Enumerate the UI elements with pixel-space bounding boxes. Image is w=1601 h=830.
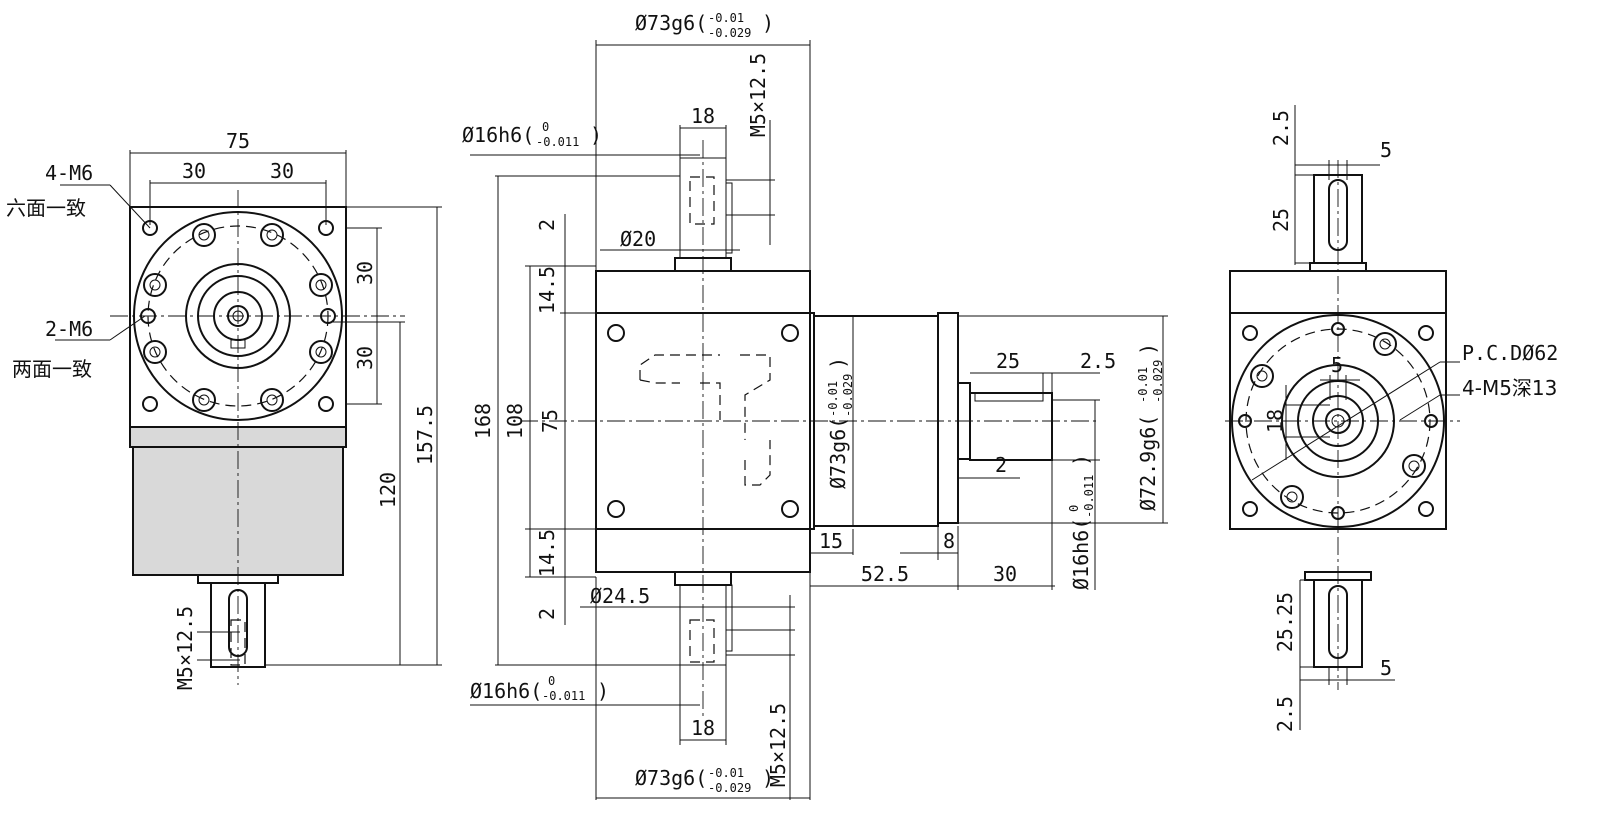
dim-18-top: 18 (691, 104, 715, 128)
mid-side-shaft (969, 392, 1053, 461)
dim-108: 108 (503, 403, 527, 439)
dim-30-right: 30 (270, 159, 294, 183)
dim-168: 168 (471, 403, 495, 439)
dim-m5-top: M5×12.5 (746, 53, 770, 137)
dim-2-bot: 2 (535, 608, 559, 620)
dim-75-mid: 75 (538, 409, 562, 433)
dim-15: 15 (819, 529, 843, 553)
dim-30-upper: 30 (353, 261, 377, 285)
label-two-faces: 两面一致 (12, 357, 92, 381)
dim-m5-bot: M5×12.5 (766, 703, 790, 787)
dim-2-side: 2 (995, 453, 1007, 477)
dim-16h6-side: Ø16h6( 0 -0.011 ) (1067, 454, 1096, 590)
dim-73-side: Ø73g6( -0.01 -0.029 ) (826, 357, 855, 489)
svg-text:0: 0 (542, 120, 549, 134)
svg-text:-0.029: -0.029 (708, 26, 751, 40)
dim-bot-dia: Ø73g6( (635, 766, 707, 790)
dim-120: 120 (376, 472, 400, 508)
dim-d20: Ø20 (620, 227, 656, 251)
dim-8: 8 (943, 529, 955, 553)
dim-30-left: 30 (182, 159, 206, 183)
dim-2-5-bot: 2.5 (1273, 696, 1297, 732)
dim-16h6-top: Ø16h6( (462, 123, 534, 147)
dim-157-5: 157.5 (413, 405, 437, 465)
dim-5-top: 5 (1380, 138, 1392, 162)
dim-30-lower: 30 (353, 346, 377, 370)
label-4-m6: 4-M6 (45, 161, 93, 185)
dim-2-5: 2.5 (1080, 349, 1116, 373)
dim-16h6-bot: Ø16h6( (470, 679, 542, 703)
middle-view: Ø73g6( -0.01 -0.029 ) Ø16h6( 0 -0.011 ) … (462, 11, 1168, 800)
dim-5-inner: 5 (1331, 353, 1343, 377)
label-2-m6: 2-M6 (45, 317, 93, 341)
svg-text:Ø16h6(: Ø16h6( (1069, 518, 1093, 590)
dim-2-5-top: 2.5 (1269, 110, 1293, 146)
svg-text:): ) (1069, 454, 1093, 466)
svg-text:-0.011: -0.011 (542, 689, 585, 703)
dim-m5-left: M5×12.5 (173, 606, 197, 690)
svg-text:-0.029: -0.029 (1151, 360, 1165, 403)
svg-text:-0.01: -0.01 (708, 766, 744, 780)
dim-75: 75 (226, 129, 250, 153)
dim-25-right: 25 (1269, 208, 1293, 232)
dim-d24-5: Ø24.5 (590, 584, 650, 608)
svg-text:-0.01: -0.01 (826, 381, 840, 417)
svg-text:): ) (1136, 343, 1160, 355)
label-six-faces: 六面一致 (6, 196, 86, 220)
svg-text:): ) (826, 357, 850, 369)
svg-text:-0.011: -0.011 (1082, 475, 1096, 518)
dim-25-25: 25.25 (1273, 592, 1297, 652)
svg-text:-0.01: -0.01 (708, 11, 744, 25)
dim-18-bot: 18 (691, 716, 715, 740)
svg-text:-0.011: -0.011 (536, 135, 579, 149)
dim-top-dia: Ø73g6( (635, 11, 707, 35)
dim-72-9: Ø72.9g6( -0.01 -0.029 ) (1136, 343, 1165, 511)
dim-14-5-top: 14.5 (535, 266, 559, 314)
svg-text:): ) (597, 679, 609, 703)
svg-text:): ) (590, 123, 602, 147)
label-pcd: P.C.DØ62 (1462, 341, 1558, 365)
svg-text:): ) (762, 11, 774, 35)
dim-5-bot: 5 (1380, 656, 1392, 680)
dim-2-top: 2 (535, 219, 559, 231)
svg-text:Ø72.9g6(: Ø72.9g6( (1136, 415, 1160, 511)
dim-18-right: 18 (1263, 409, 1287, 433)
svg-text:0: 0 (548, 674, 555, 688)
dim-14-5-bot: 14.5 (535, 529, 559, 577)
right-view: 2.5 5 25 5 18 P.C.DØ62 4-M5深13 25.25 5 2… (1225, 105, 1558, 732)
svg-text:): ) (762, 766, 774, 790)
left-view: 75 30 30 4-M6 六面一致 2-M6 两面一致 30 30 120 1… (6, 129, 442, 690)
svg-text:0: 0 (1067, 505, 1081, 512)
mid-flange (937, 312, 959, 524)
dim-30-side: 30 (993, 562, 1017, 586)
label-4-m5: 4-M5深13 (1462, 376, 1557, 400)
dim-25: 25 (996, 349, 1020, 373)
dim-52-5: 52.5 (861, 562, 909, 586)
svg-text:-0.01: -0.01 (1136, 367, 1150, 403)
svg-text:Ø73g6(: Ø73g6( (826, 417, 850, 489)
svg-text:-0.029: -0.029 (841, 374, 855, 417)
svg-text:-0.029: -0.029 (708, 781, 751, 795)
